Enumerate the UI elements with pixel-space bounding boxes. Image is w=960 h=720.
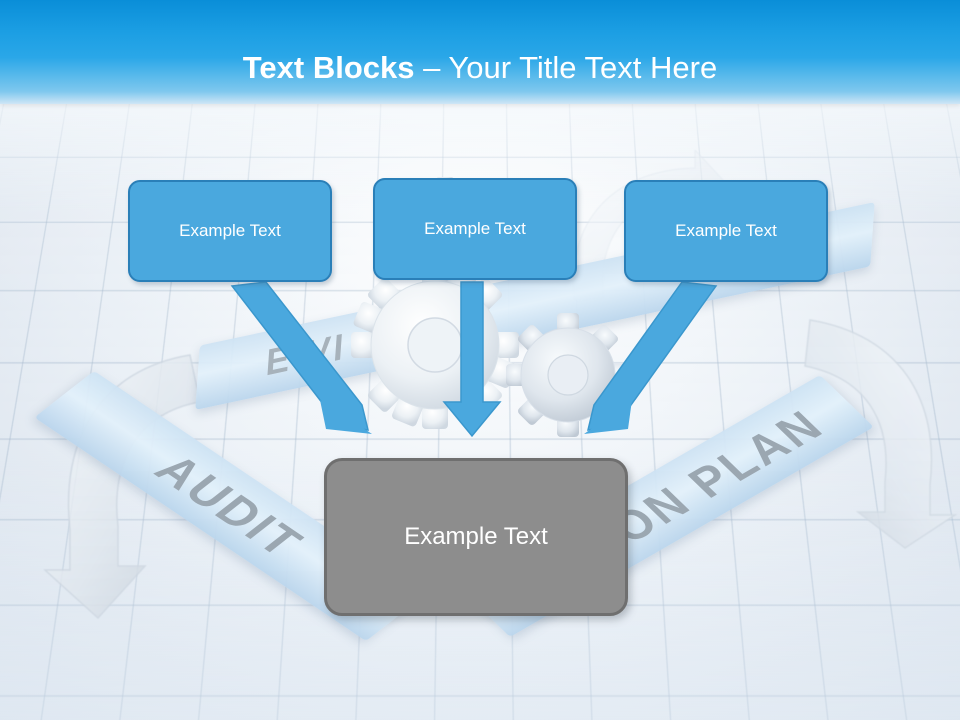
title-bold-part: Text Blocks xyxy=(242,50,415,85)
title-separator: – xyxy=(414,50,449,85)
summary-text-block-label: Example Text xyxy=(404,523,548,550)
text-block-2-label: Example Text xyxy=(424,219,526,238)
curved-arrow-icon xyxy=(804,319,958,549)
text-block-1-label: Example Text xyxy=(179,221,281,240)
page-title: Text Blocks – Your Title Text Here xyxy=(0,52,960,83)
title-rest-part: Your Title Text Here xyxy=(448,50,718,85)
text-block-3[interactable]: Example Text xyxy=(624,180,828,282)
text-block-3-label: Example Text xyxy=(675,221,777,240)
title-band xyxy=(0,0,960,104)
text-block-1[interactable]: Example Text xyxy=(128,180,332,282)
summary-text-block[interactable]: Example Text xyxy=(324,458,628,616)
text-block-2[interactable]: Example Text xyxy=(373,178,577,280)
